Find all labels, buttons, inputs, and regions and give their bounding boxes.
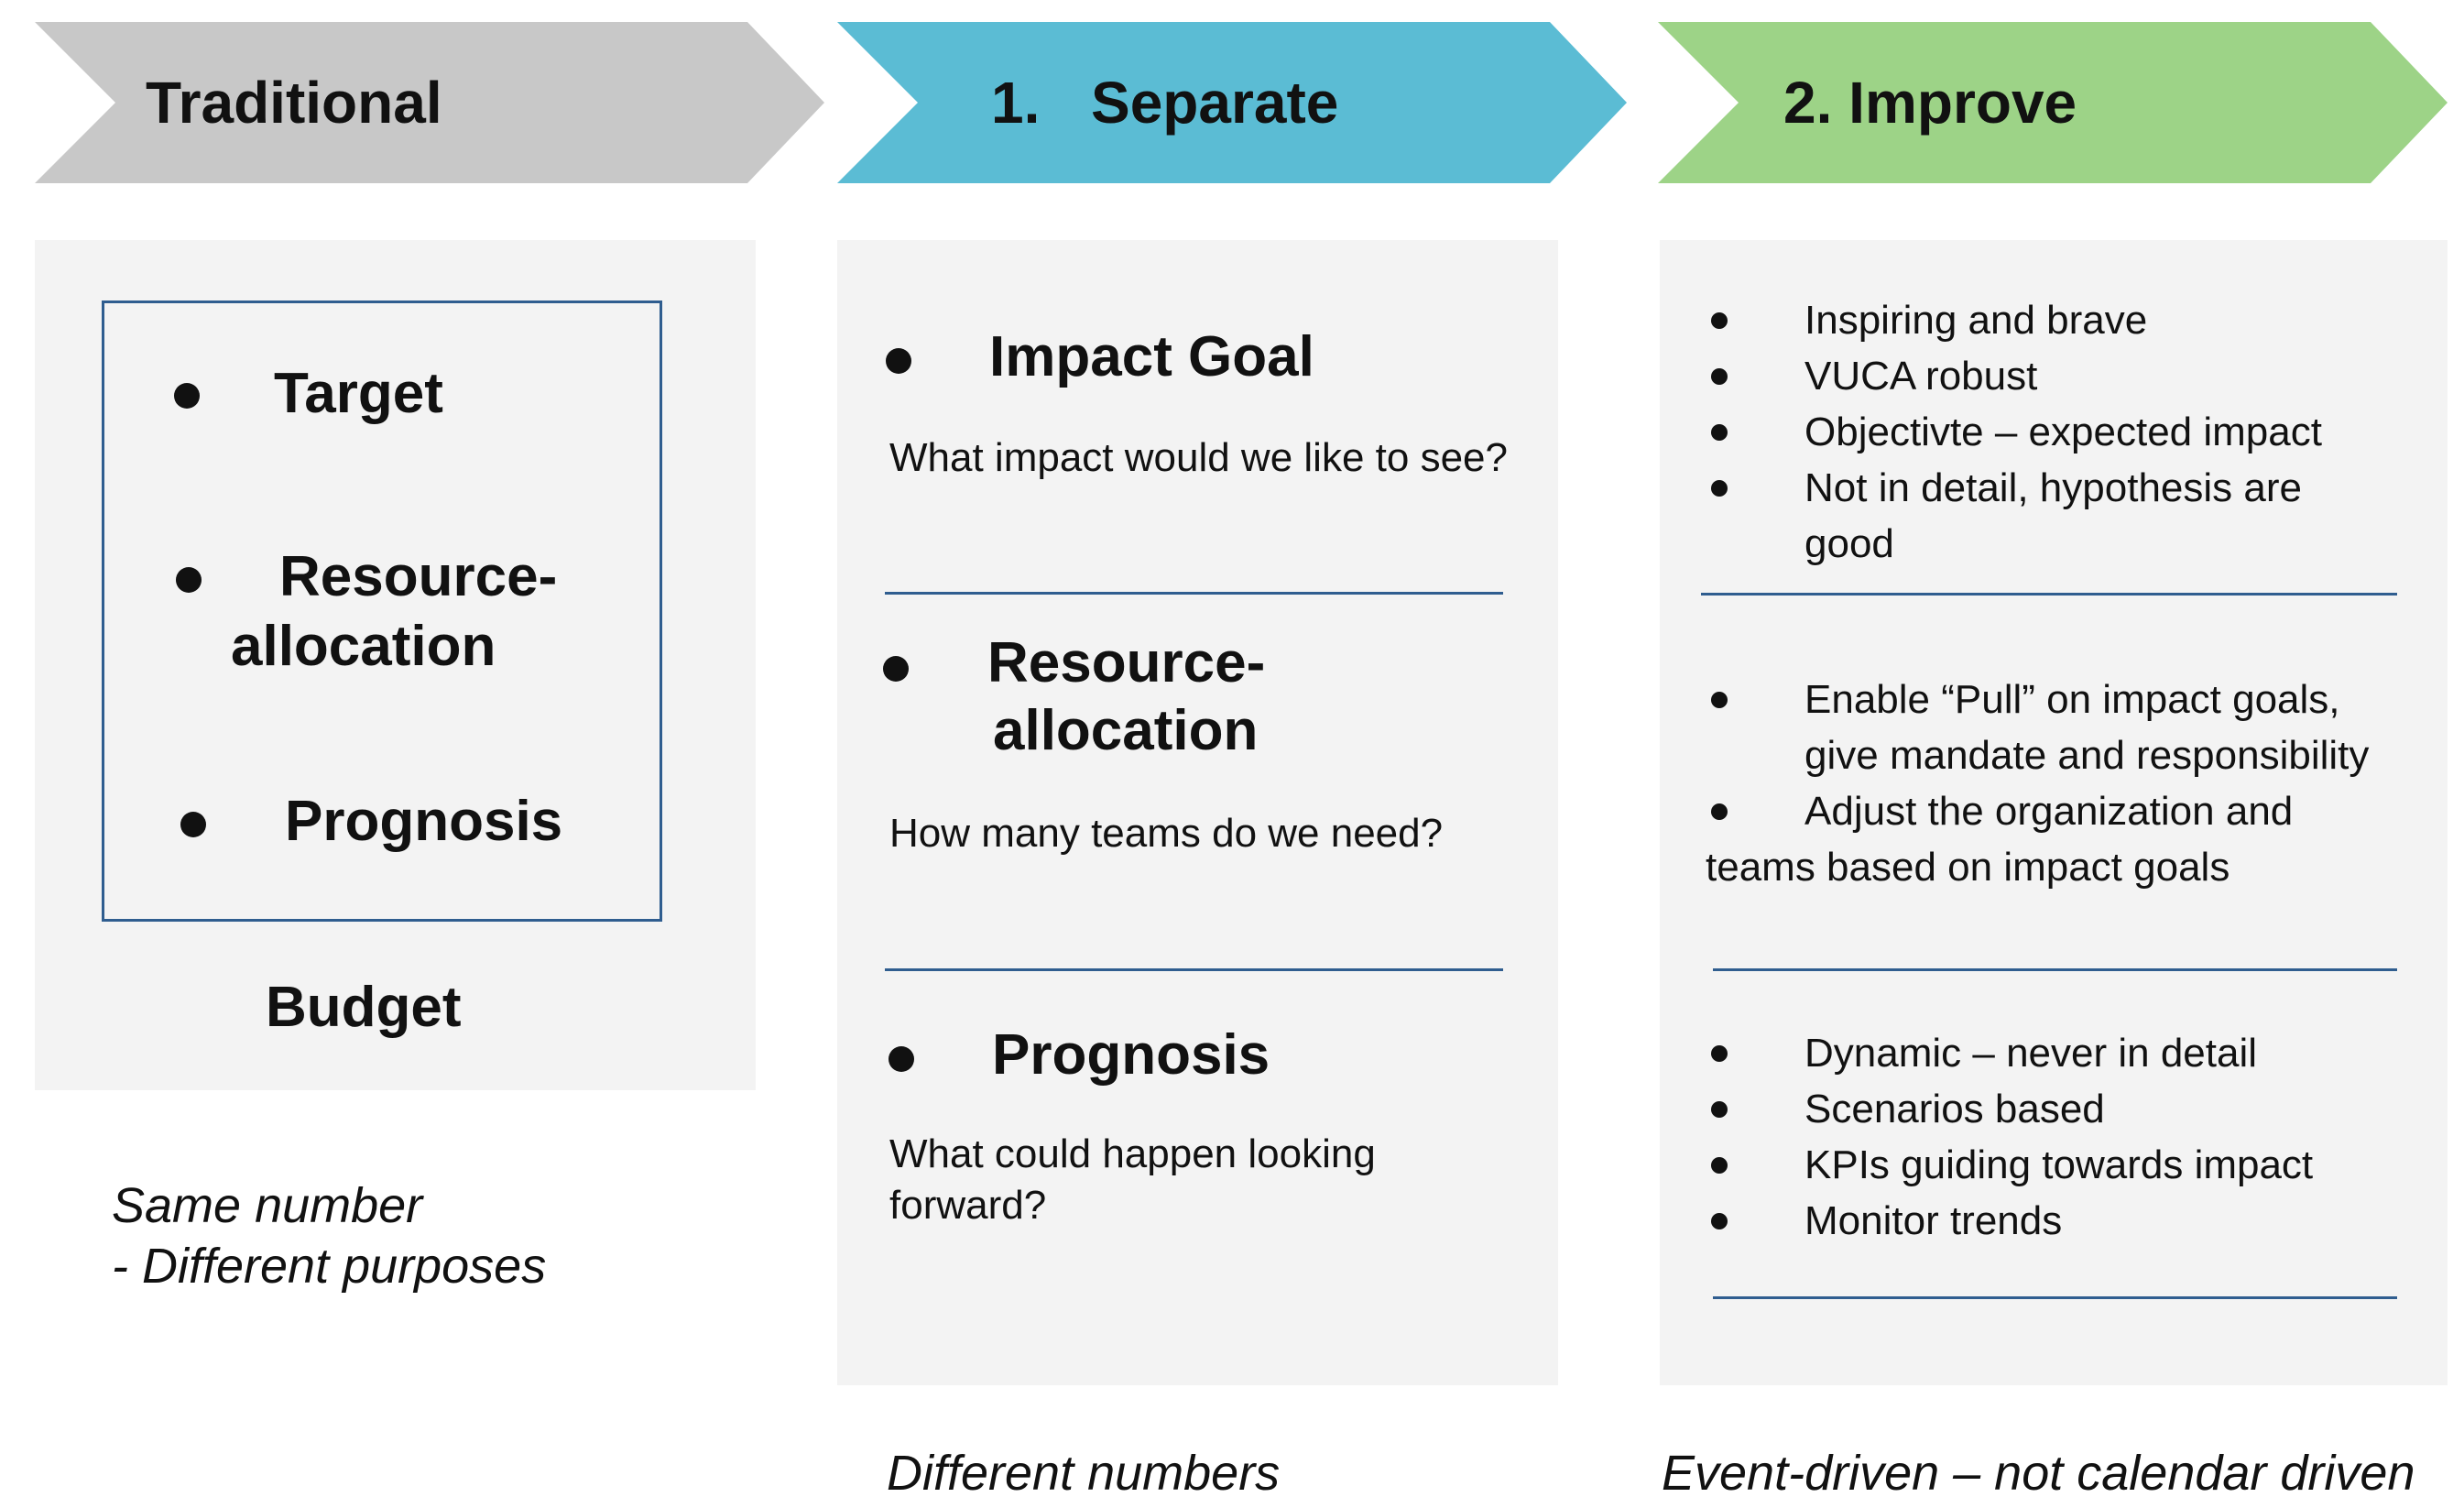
improve-g2-item-2: Adjust the organization and <box>1804 789 2294 834</box>
separate-divider-1 <box>885 592 1503 595</box>
improve-g2-item-2-cont: teams based on impact goals <box>1706 845 2230 890</box>
budget-components-box <box>102 301 662 922</box>
chevron-improve: 2. Improve <box>1658 22 2448 183</box>
traditional-caption-line1: Same number <box>112 1178 423 1233</box>
improve-g3-item-2: Scenarios based <box>1804 1087 2105 1131</box>
bullet-prognosis <box>180 812 206 837</box>
improve-g3-item-1: Dynamic – never in detail <box>1804 1031 2258 1076</box>
improve-divider-2 <box>1713 968 2397 971</box>
resource-allocation-heading-line1: Resource- <box>987 631 1266 694</box>
improve-divider-1 <box>1701 593 2397 596</box>
prognosis-question-line2: forward? <box>889 1183 1047 1228</box>
separate-panel: Impact Goal What impact would we like to… <box>837 240 1558 1385</box>
prognosis-heading: Prognosis <box>992 1023 1270 1087</box>
bullet-g1-4 <box>1711 480 1728 497</box>
stage-traditional-title: Traditional <box>146 70 442 136</box>
bullet-resource-allocation <box>883 656 909 682</box>
bullet-g3-2 <box>1711 1101 1728 1118</box>
stage-improve-title: 2. Improve <box>1783 70 2077 136</box>
prognosis-question-line1: What could happen looking <box>889 1131 1376 1176</box>
bullet-impact-goal <box>886 348 911 374</box>
improve-g1-item-4: Not in detail, hypothesis are <box>1804 465 2302 510</box>
traditional-panel: Target Resource- allocation Prognosis Bu… <box>35 240 756 1090</box>
bullet-prognosis-separate <box>889 1046 914 1072</box>
bullet-g1-1 <box>1711 312 1728 329</box>
separate-caption: Different numbers <box>887 1446 1281 1501</box>
bullet-g1-3 <box>1711 424 1728 441</box>
stage-separate-title: Separate <box>1091 70 1339 136</box>
stage-separate-number: 1. <box>991 70 1041 136</box>
bullet-g3-3 <box>1711 1157 1728 1174</box>
improve-g1-item-1: Inspiring and brave <box>1804 298 2148 343</box>
resource-allocation-heading-line2: allocation <box>993 699 1259 762</box>
item-prognosis: Prognosis <box>285 790 563 853</box>
improve-caption: Event-driven – not calendar driven <box>1662 1446 2415 1501</box>
improve-divider-3 <box>1713 1296 2397 1299</box>
chevron-traditional: Traditional <box>35 22 824 183</box>
bullet-g3-4 <box>1711 1213 1728 1229</box>
bullet-g2-2 <box>1711 803 1728 820</box>
improve-panel: Inspiring and brave VUCA robust Objectiv… <box>1660 240 2448 1385</box>
item-resource-line1: Resource- <box>279 545 558 608</box>
improve-g2-item-1: Enable “Pull” on impact goals, <box>1804 677 2340 722</box>
improve-g1-item-4-cont: good <box>1804 521 1894 566</box>
chevron-separate-shape <box>837 22 1627 183</box>
separate-divider-2 <box>885 968 1503 971</box>
bullet-g1-2 <box>1711 368 1728 385</box>
item-target: Target <box>274 362 443 425</box>
budget-label: Budget <box>266 976 462 1039</box>
bullet-g3-1 <box>1711 1045 1728 1062</box>
resource-allocation-question: How many teams do we need? <box>889 811 1444 856</box>
chevron-improve-shape <box>1658 22 2448 183</box>
bullet-resource <box>176 567 202 593</box>
improve-g3-item-3: KPIs guiding towards impact <box>1804 1142 2314 1187</box>
chevron-separate: 1. Separate <box>837 22 1627 183</box>
bullet-target <box>174 383 200 409</box>
item-resource-line2: allocation <box>231 615 496 678</box>
improve-g1-item-3: Objectivte – expected impact <box>1804 410 2322 454</box>
improve-g1-item-2: VUCA robust <box>1804 354 2038 399</box>
chevron-traditional-shape <box>35 22 824 183</box>
impact-goal-heading: Impact Goal <box>989 325 1314 388</box>
improve-g3-item-4: Monitor trends <box>1804 1198 2063 1243</box>
traditional-caption-line2: - Different purposes <box>112 1239 547 1294</box>
impact-goal-question: What impact would we like to see? <box>889 435 1508 480</box>
improve-g2-item-1-cont: give mandate and responsibility <box>1804 733 2370 778</box>
bullet-g2-1 <box>1711 692 1728 708</box>
